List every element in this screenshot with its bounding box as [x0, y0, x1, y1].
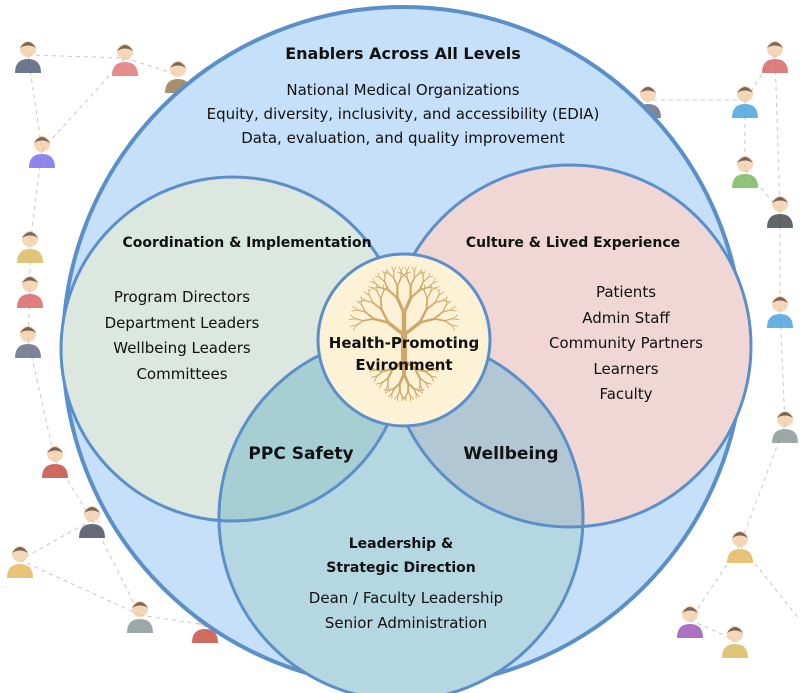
- person-icon: [7, 546, 33, 578]
- culture-item: Community Partners: [549, 334, 703, 352]
- coordination-title: Coordination & Implementation: [122, 235, 372, 251]
- culture-item: Patients: [595, 283, 657, 301]
- person-icon: [15, 41, 41, 73]
- person-icon: [79, 506, 105, 538]
- wellbeing-label: Wellbeing: [463, 444, 559, 464]
- center-title-line: Evironment: [355, 356, 453, 374]
- tree-icon: [348, 266, 460, 401]
- background-people: [7, 41, 798, 658]
- person-icon: [762, 41, 788, 73]
- person-icon: [767, 196, 793, 228]
- leadership-item: Dean / Faculty Leadership: [308, 589, 504, 607]
- leadership-item: Senior Administration: [324, 614, 488, 632]
- culture-item: Learners: [593, 359, 659, 378]
- person-icon: [722, 626, 748, 658]
- enablers-list: National Medical Organizations Equity, d…: [160, 78, 646, 150]
- person-icon: [17, 231, 43, 263]
- person-icon: [127, 601, 153, 633]
- person-icon: [677, 606, 703, 638]
- person-icon: [727, 531, 753, 563]
- culture-title: Culture & Lived Experience: [465, 235, 681, 251]
- coordination-list: Program Directors Department Leaders Wel…: [80, 285, 284, 387]
- enablers-item: Equity, diversity, inclusivity, and acce…: [206, 105, 600, 123]
- coordination-item: Program Directors: [113, 288, 251, 306]
- leadership-title-line: Strategic Direction: [326, 560, 476, 576]
- culture-list: Patients Admin Staff Community Partners …: [526, 280, 726, 408]
- person-icon: [15, 326, 41, 358]
- enablers-title: Enablers Across All Levels: [285, 44, 521, 63]
- person-icon: [732, 86, 758, 118]
- coordination-item: Wellbeing Leaders: [113, 339, 251, 357]
- culture-item: Faculty: [599, 385, 653, 403]
- leadership-title-line: Leadership &: [348, 536, 454, 552]
- person-icon: [29, 136, 55, 168]
- leadership-list: Dean / Faculty Leadership Senior Adminis…: [275, 586, 537, 636]
- center-title: Health-Promoting Evironment: [314, 332, 494, 376]
- person-icon: [17, 276, 43, 308]
- center-title-line: Health-Promoting: [328, 334, 480, 352]
- person-icon: [772, 411, 798, 443]
- ppc-safety-label: PPC Safety: [248, 444, 354, 464]
- person-icon: [42, 446, 68, 478]
- person-icon: [112, 44, 138, 76]
- culture-item: Admin Staff: [582, 308, 670, 327]
- person-icon: [767, 296, 793, 328]
- enablers-item: Data, evaluation, and quality improvemen…: [241, 129, 565, 147]
- enablers-item: National Medical Organizations: [286, 81, 520, 99]
- person-icon: [732, 156, 758, 188]
- leadership-title: Leadership & Strategic Direction: [295, 532, 507, 580]
- coordination-item: Department Leaders: [104, 313, 260, 332]
- coordination-item: Committees: [136, 364, 228, 383]
